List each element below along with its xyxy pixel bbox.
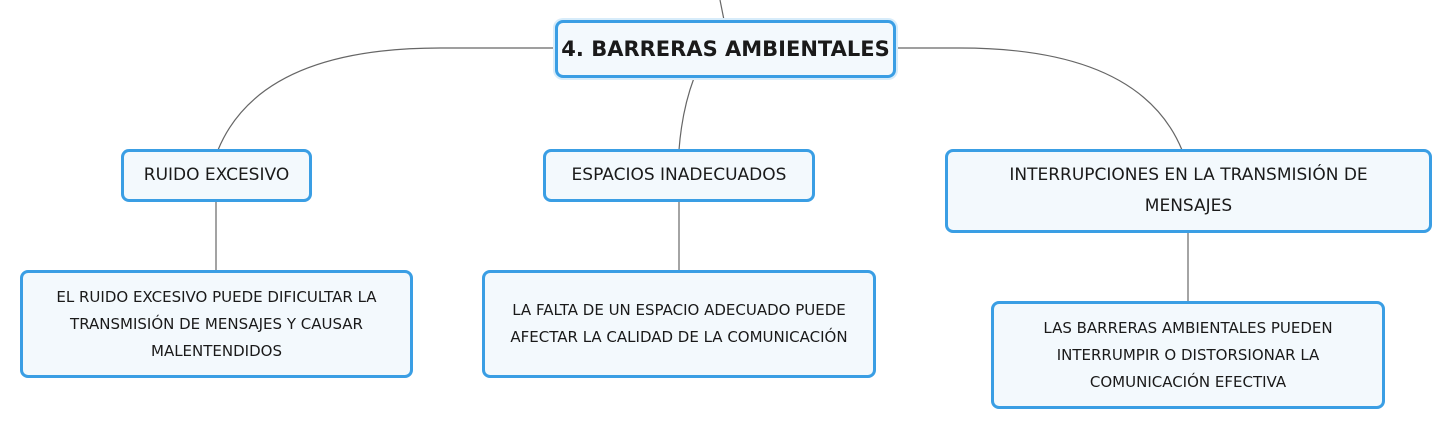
root-topic-node[interactable]: 4. BARRERAS AMBIENTALES	[555, 20, 896, 78]
topic-label: ESPACIOS INADECUADOS	[571, 165, 787, 185]
connector-parent-to-root	[719, 0, 725, 21]
detail-label: LAS BARRERAS AMBIENTALES PUEDEN INTERRUM…	[1043, 318, 1333, 391]
detail-node-espacios-inadecuados[interactable]: LA FALTA DE UN ESPACIO ADECUADO PUEDE AF…	[482, 270, 876, 378]
topic-node-ruido-excesivo[interactable]: RUIDO EXCESIVO	[121, 149, 312, 202]
topic-label: RUIDO EXCESIVO	[143, 165, 290, 185]
connector-root-to-interrupciones	[896, 47, 1183, 151]
root-topic-label: 4. BARRERAS AMBIENTALES	[561, 37, 890, 61]
connector-root-to-ruido	[217, 47, 556, 151]
topic-node-interrupciones[interactable]: INTERRUPCIONES EN LA TRANSMISIÓN DE MENS…	[945, 149, 1432, 233]
topic-node-espacios-inadecuados[interactable]: ESPACIOS INADECUADOS	[543, 149, 815, 202]
detail-label: EL RUIDO EXCESIVO PUEDE DIFICULTAR LA TR…	[56, 287, 377, 360]
connector-root-to-espacios	[678, 77, 695, 151]
topic-label: INTERRUPCIONES EN LA TRANSMISIÓN DE MENS…	[1009, 165, 1368, 216]
detail-node-interrupciones[interactable]: LAS BARRERAS AMBIENTALES PUEDEN INTERRUM…	[991, 301, 1385, 409]
detail-node-ruido-excesivo[interactable]: EL RUIDO EXCESIVO PUEDE DIFICULTAR LA TR…	[20, 270, 413, 378]
detail-label: LA FALTA DE UN ESPACIO ADECUADO PUEDE AF…	[510, 301, 848, 346]
